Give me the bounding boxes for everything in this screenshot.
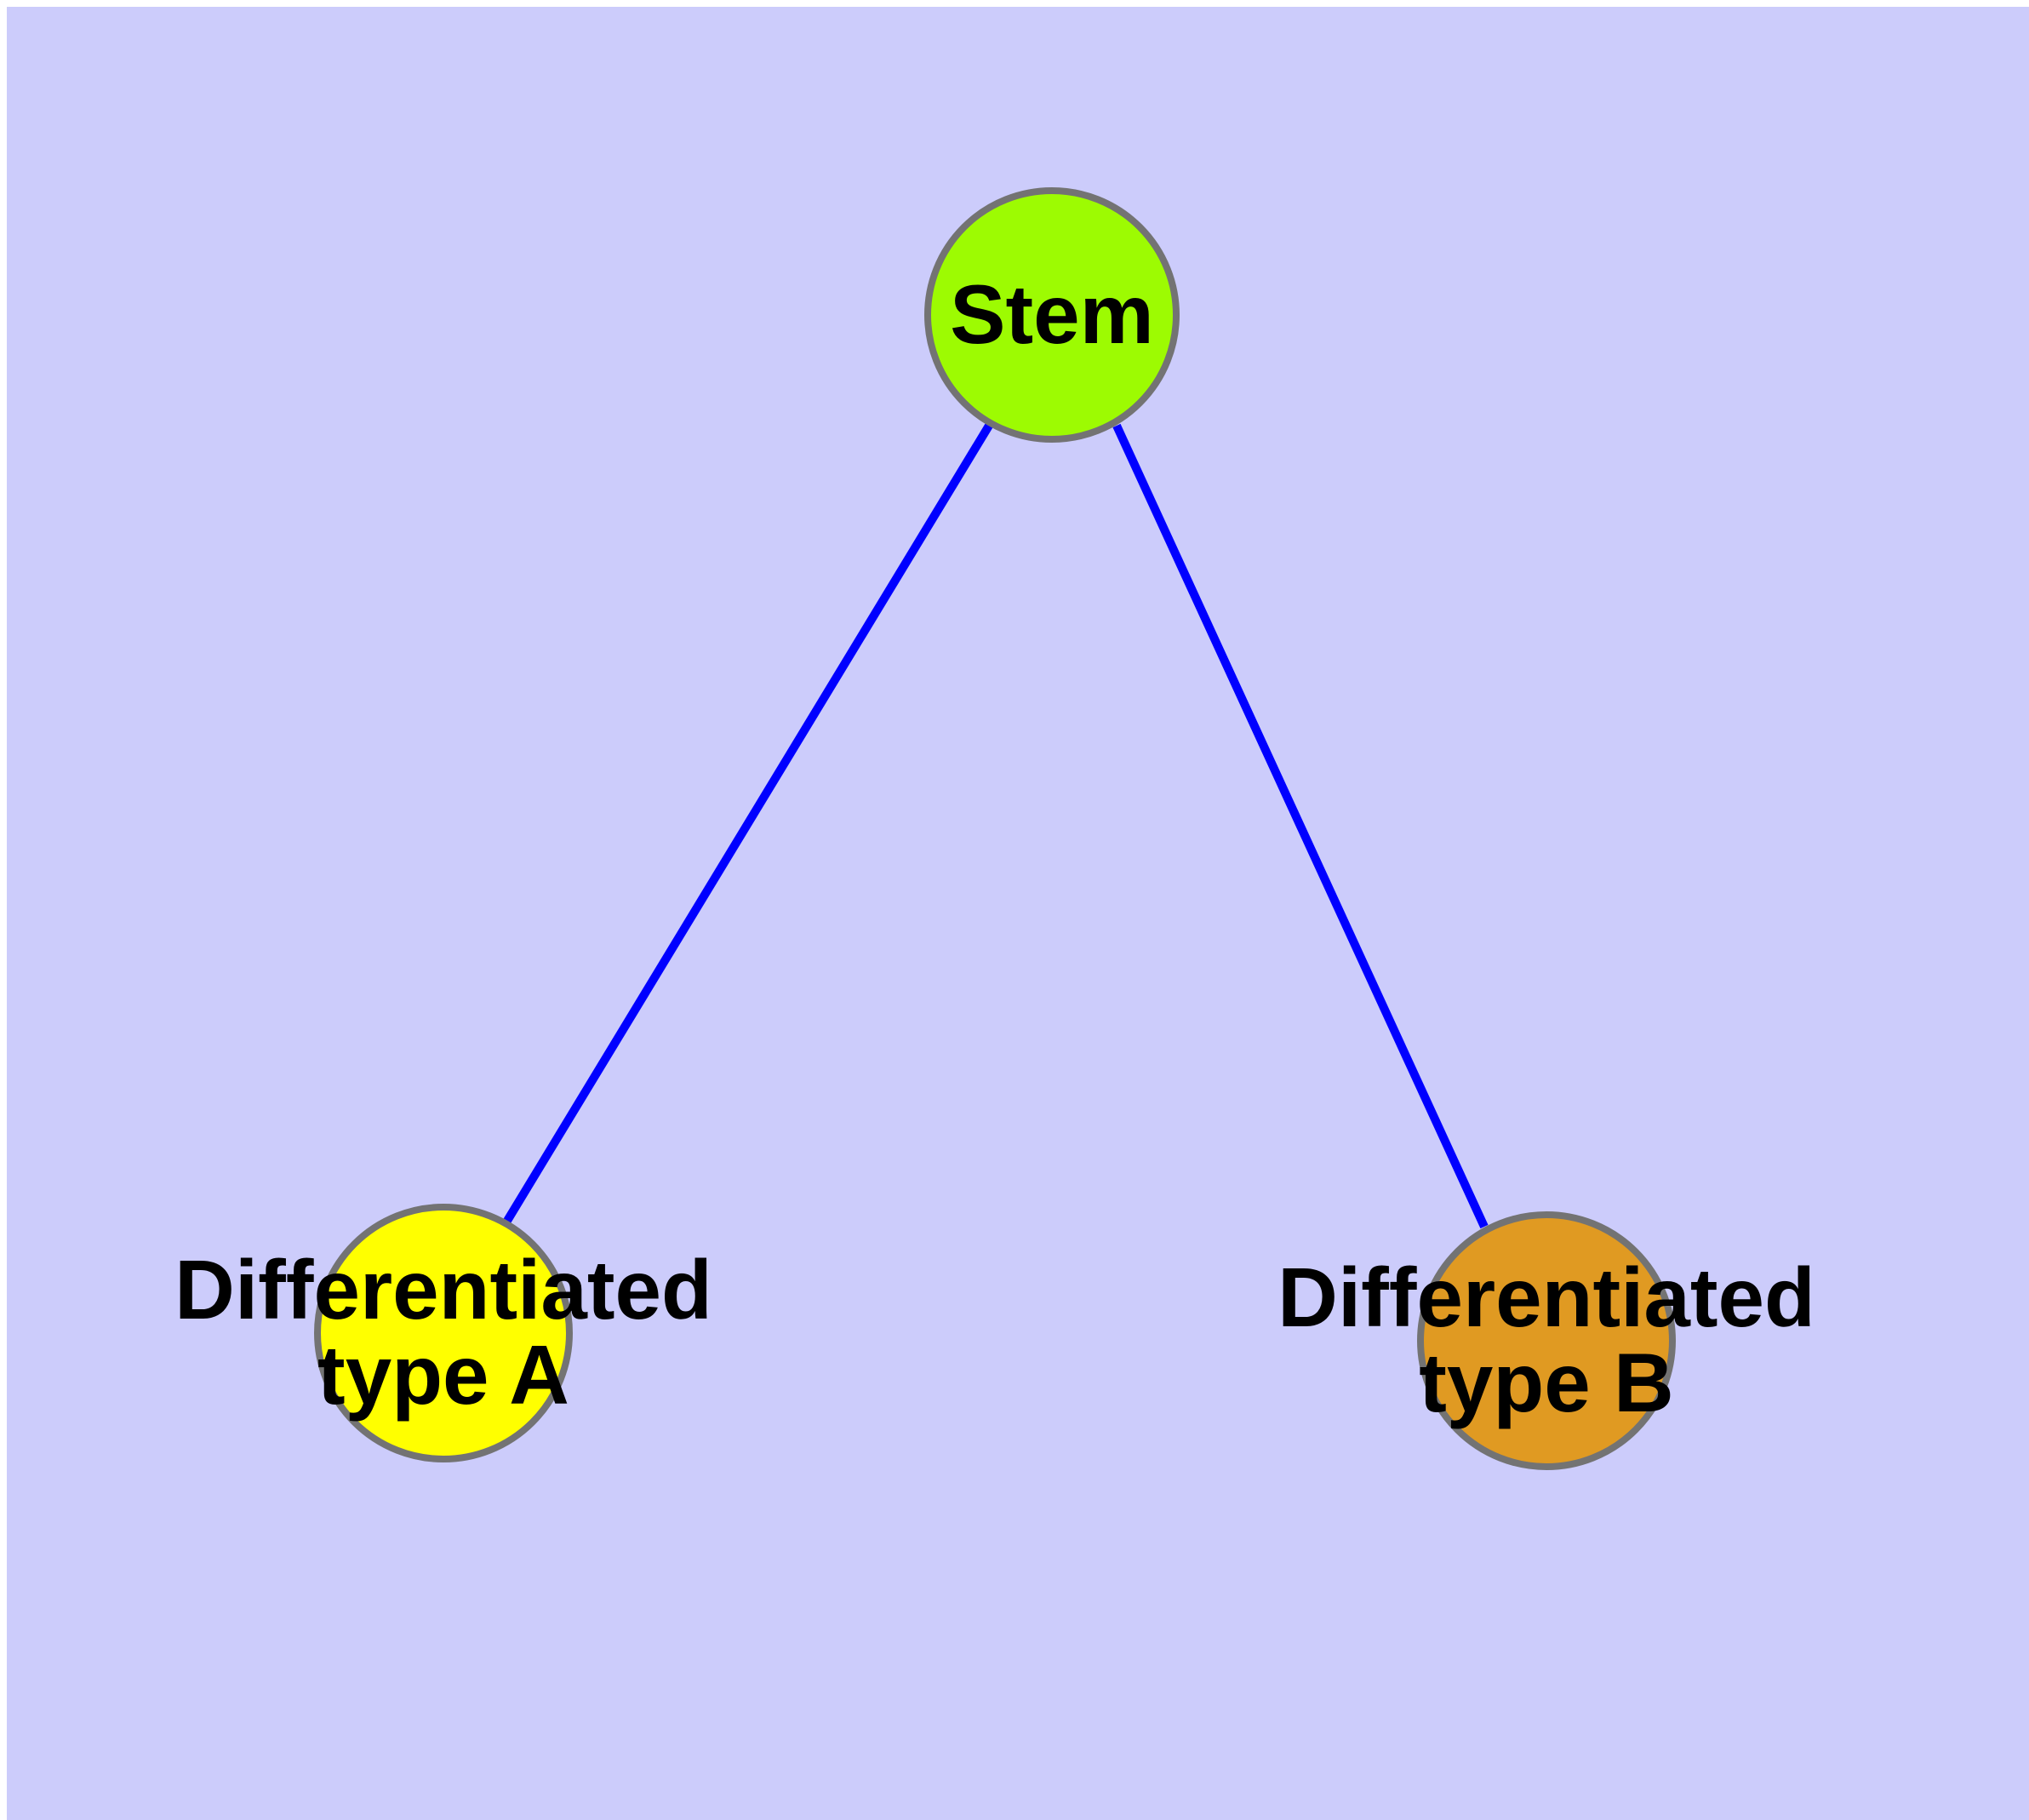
node-diff-b-circle[interactable] (1417, 1211, 1676, 1470)
edge-stem-to-diff-b[interactable] (1112, 423, 1489, 1229)
edge-stem-to-diff-a[interactable] (503, 423, 993, 1223)
node-diff-a-circle[interactable] (314, 1204, 573, 1462)
node-stem-circle[interactable] (924, 187, 1180, 443)
